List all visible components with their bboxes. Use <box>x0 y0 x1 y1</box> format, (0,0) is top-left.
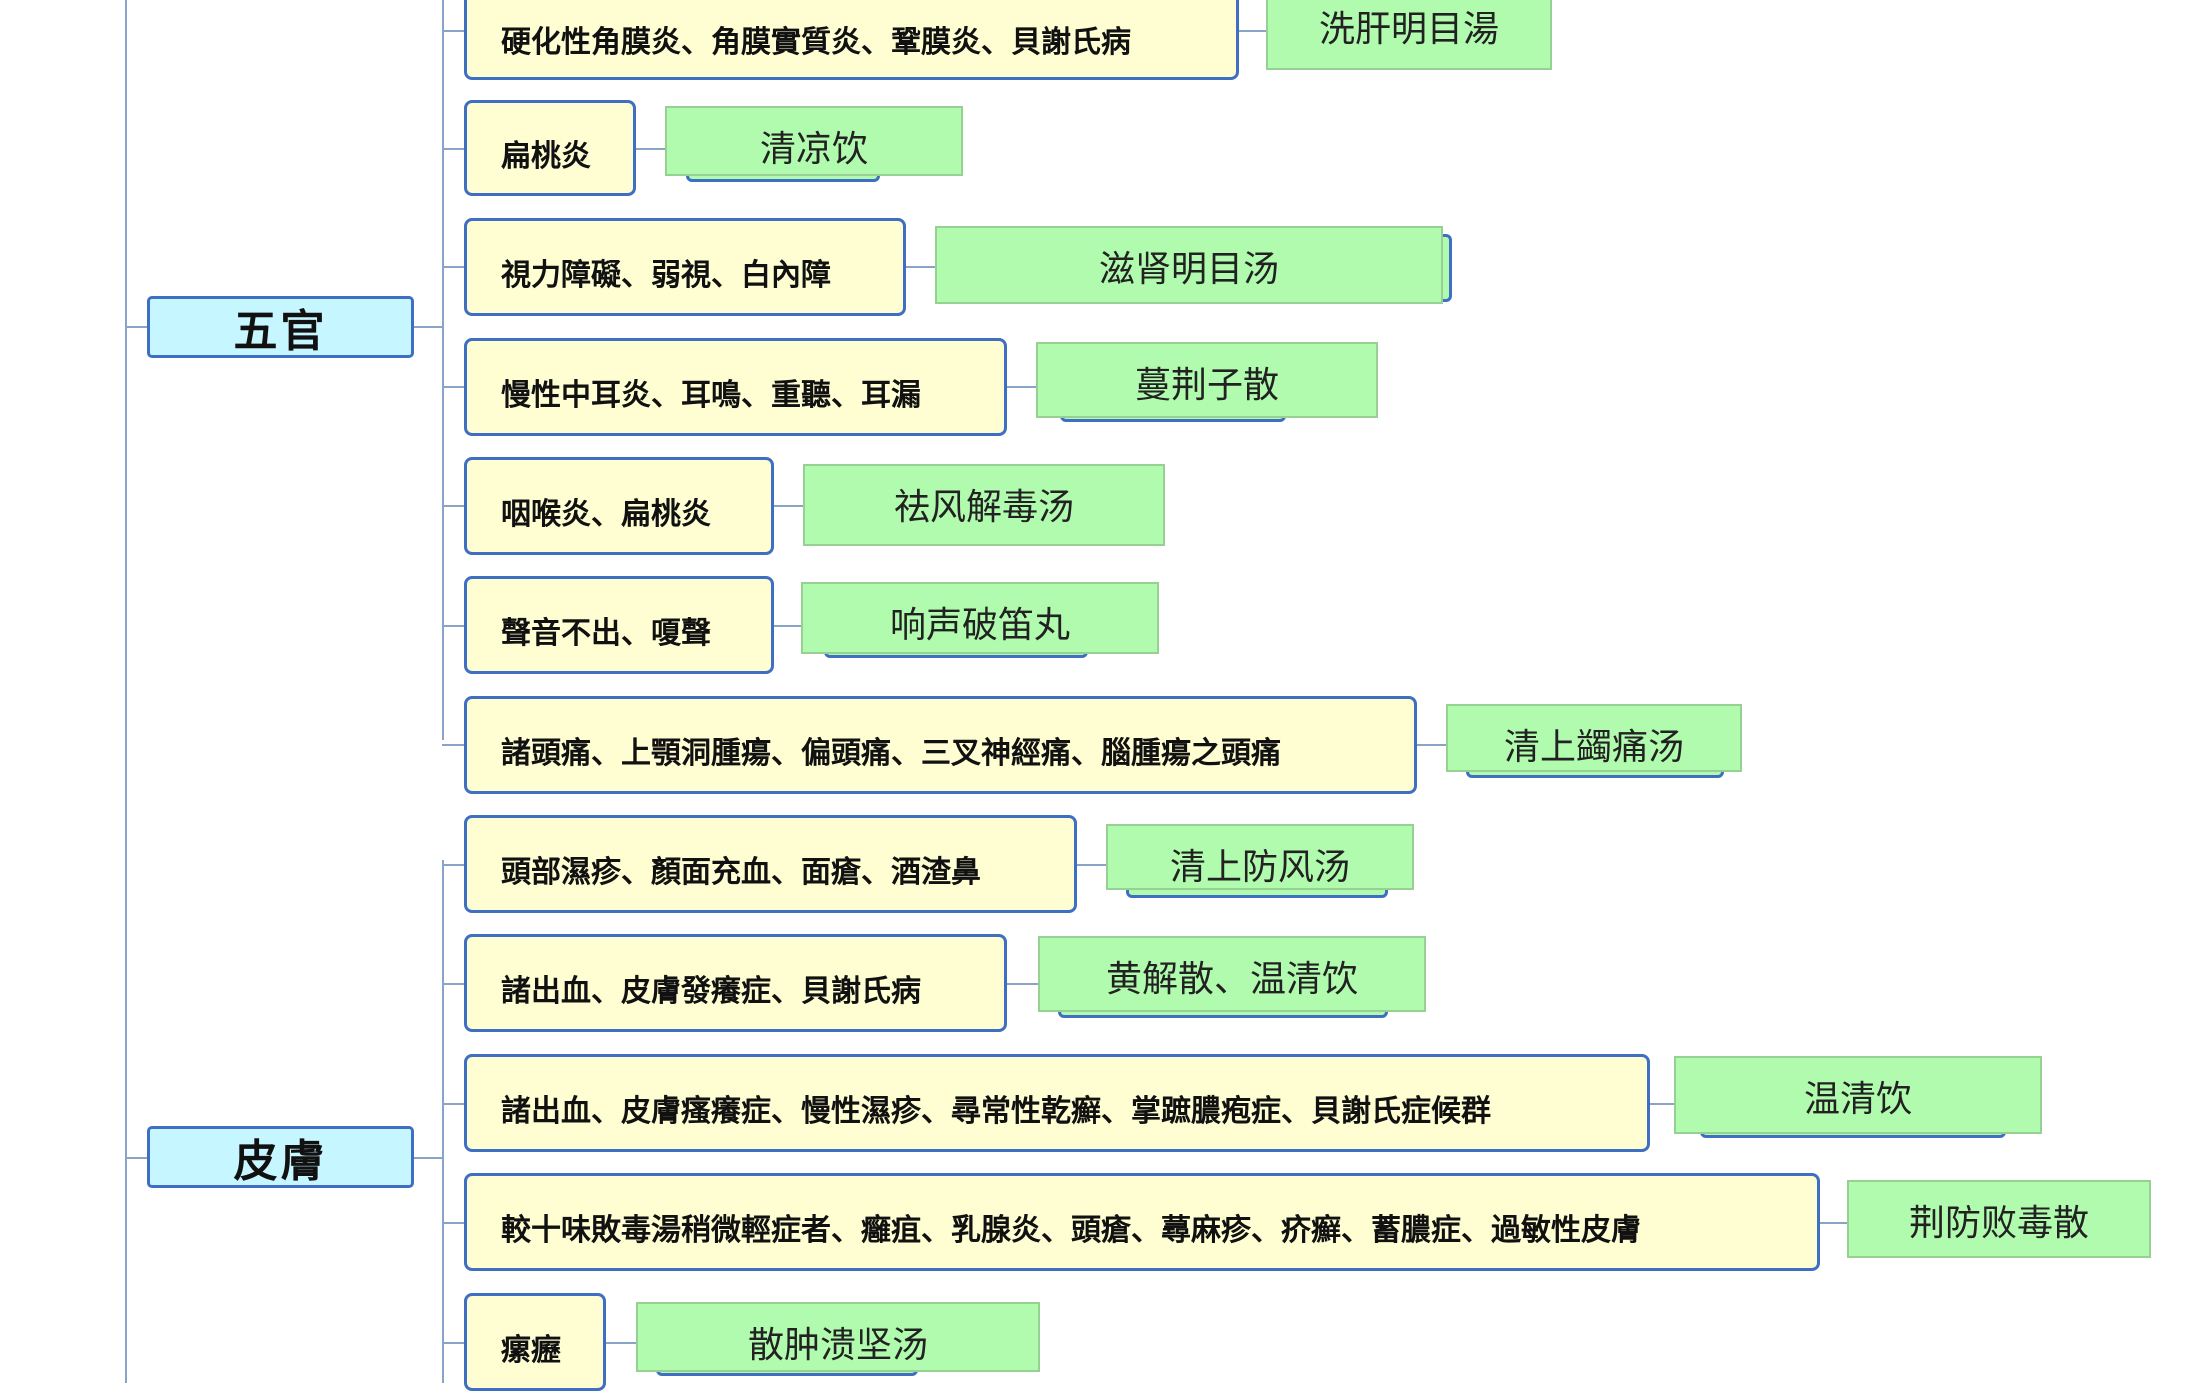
remedy-label: 温清饮 <box>1803 1079 1912 1120</box>
category-branch-connector <box>412 326 444 328</box>
symptom-label: 諸出血、皮膚發癢症、貝謝氏病 <box>501 974 921 1009</box>
remedy-node[interactable]: 荆防败毒散 <box>1847 1180 2151 1258</box>
symptom-stub <box>442 625 466 627</box>
remedy-label: 清上防风汤 <box>1169 847 1350 888</box>
symptom-stub <box>442 266 466 268</box>
symptom-label: 瘰癧 <box>501 1333 561 1368</box>
remedy-connector <box>1007 983 1039 985</box>
symptom-node[interactable]: 諸出血、皮膚瘙癢症、慢性濕疹、尋常性乾癬、掌蹠膿疱症、貝謝氏症候群 <box>464 1054 1650 1152</box>
symptom-label: 硬化性角膜炎、角膜實質炎、鞏膜炎、貝謝氏病 <box>501 25 1131 60</box>
category-label: 皮膚 <box>233 1136 328 1187</box>
symptom-label: 扁桃炎 <box>501 139 591 174</box>
remedy-label: 清上蠲痛汤 <box>1503 727 1684 768</box>
symptom-node[interactable]: 扁桃炎 <box>464 100 636 196</box>
symptom-stub <box>442 148 466 150</box>
remedy-label: 蔓荆子散 <box>1134 365 1279 406</box>
symptom-node[interactable]: 硬化性角膜炎、角膜實質炎、鞏膜炎、貝謝氏病 <box>464 0 1239 80</box>
symptom-node[interactable]: 視力障礙、弱視、白內障 <box>464 218 906 316</box>
symptom-stub <box>442 983 466 985</box>
remedy-connector <box>774 505 804 507</box>
remedy-label: 滋肾明目汤 <box>1098 249 1279 290</box>
category-branch-connector <box>412 1157 444 1159</box>
remedy-label: 祛风解毒汤 <box>893 487 1074 528</box>
remedy-label: 黄解散、温清饮 <box>1105 959 1358 1000</box>
remedy-connector <box>1077 864 1107 866</box>
remedy-connector <box>906 266 936 268</box>
branch-line-lower <box>442 860 444 1383</box>
remedy-node[interactable]: 蔓荆子散 <box>1036 342 1378 418</box>
symptom-node[interactable]: 較十味敗毒湯稍微輕症者、癰疽、乳腺炎、頭瘡、蕁麻疹、疥癬、蓄膿症、過敏性皮膚 <box>464 1173 1820 1271</box>
symptom-stub <box>442 30 466 32</box>
branch-line-upper <box>442 0 444 740</box>
remedy-node[interactable]: 洗肝明目湯 <box>1266 0 1552 70</box>
category-node[interactable]: 皮膚 <box>147 1126 414 1188</box>
symptom-node[interactable]: 慢性中耳炎、耳鳴、重聽、耳漏 <box>464 338 1007 436</box>
remedy-connector <box>1820 1222 1848 1224</box>
remedy-node[interactable]: 滋肾明目汤 <box>935 226 1443 304</box>
symptom-label: 咽喉炎、扁桃炎 <box>501 497 711 532</box>
category-connector <box>125 326 149 328</box>
remedy-label: 散肿溃坚汤 <box>747 1325 928 1366</box>
remedy-connector <box>1239 30 1267 32</box>
remedy-node[interactable]: 响声破笛丸 <box>801 582 1159 654</box>
symptom-node[interactable]: 瘰癧 <box>464 1293 606 1391</box>
symptom-label: 慢性中耳炎、耳鳴、重聽、耳漏 <box>501 378 921 413</box>
symptom-label: 頭部濕疹、顏面充血、面瘡、酒渣鼻 <box>501 855 981 890</box>
symptom-stub <box>442 864 466 866</box>
remedy-connector <box>636 148 666 150</box>
symptom-stub <box>442 505 466 507</box>
remedy-label: 响声破笛丸 <box>889 605 1070 646</box>
symptom-label: 較十味敗毒湯稍微輕症者、癰疽、乳腺炎、頭瘡、蕁麻疹、疥癬、蓄膿症、過敏性皮膚 <box>501 1213 1641 1248</box>
symptom-label: 諸出血、皮膚瘙癢症、慢性濕疹、尋常性乾癬、掌蹠膿疱症、貝謝氏症候群 <box>501 1094 1491 1129</box>
symptom-stub <box>442 386 466 388</box>
remedy-node[interactable]: 黄解散、温清饮 <box>1038 936 1426 1012</box>
symptom-node[interactable]: 諸出血、皮膚發癢症、貝謝氏病 <box>464 934 1007 1032</box>
symptom-label: 視力障礙、弱視、白內障 <box>501 258 831 293</box>
remedy-node[interactable]: 散肿溃坚汤 <box>636 1302 1040 1372</box>
symptom-node[interactable]: 咽喉炎、扁桃炎 <box>464 457 774 555</box>
remedy-connector <box>1007 386 1037 388</box>
symptom-label: 聲音不出、嗄聲 <box>501 616 711 651</box>
symptom-stub <box>442 1222 466 1224</box>
remedy-connector <box>774 625 804 627</box>
remedy-label: 清凉饮 <box>759 129 868 170</box>
symptom-label: 諸頭痛、上顎洞腫瘍、偏頭痛、三叉神經痛、腦腫瘍之頭痛 <box>501 736 1281 771</box>
symptom-node[interactable]: 諸頭痛、上顎洞腫瘍、偏頭痛、三叉神經痛、腦腫瘍之頭痛 <box>464 696 1417 794</box>
remedy-connector <box>606 1342 638 1344</box>
trunk-line <box>125 0 127 1160</box>
category-label: 五官 <box>233 306 328 357</box>
remedy-label: 洗肝明目湯 <box>1318 9 1499 50</box>
remedy-connector <box>1650 1103 1674 1105</box>
symptom-stub <box>442 1342 466 1344</box>
remedy-connector <box>1417 744 1447 746</box>
remedy-label: 荆防败毒散 <box>1908 1203 2089 1244</box>
symptom-stub <box>442 744 466 746</box>
remedy-node[interactable]: 温清饮 <box>1674 1056 2042 1134</box>
trunk-line-lower <box>125 800 127 1383</box>
category-node[interactable]: 五官 <box>147 296 414 358</box>
symptom-stub <box>442 1103 466 1105</box>
symptom-node[interactable]: 頭部濕疹、顏面充血、面瘡、酒渣鼻 <box>464 815 1077 913</box>
category-connector <box>125 1157 149 1159</box>
remedy-node[interactable]: 清凉饮 <box>665 106 963 176</box>
remedy-node[interactable]: 清上蠲痛汤 <box>1446 704 1742 772</box>
remedy-node[interactable]: 清上防风汤 <box>1106 824 1414 890</box>
remedy-node[interactable]: 祛风解毒汤 <box>803 464 1165 546</box>
symptom-node[interactable]: 聲音不出、嗄聲 <box>464 576 774 674</box>
